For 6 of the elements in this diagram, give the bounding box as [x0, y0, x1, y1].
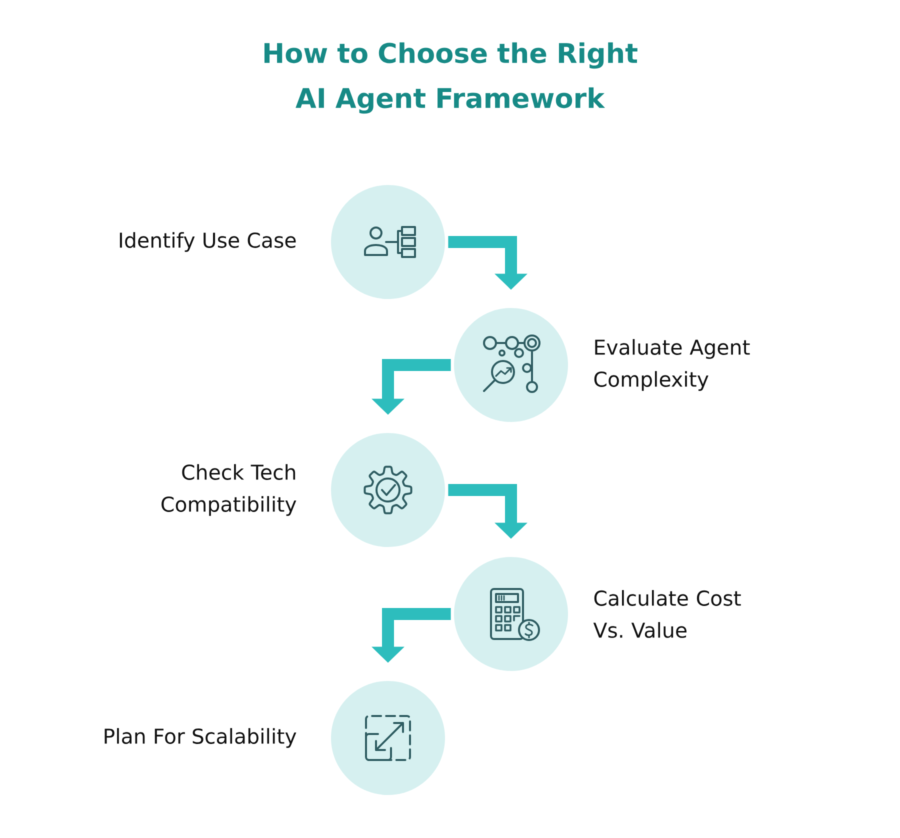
step-label: Plan For Scalability — [104, 728, 296, 748]
step-label: Calculate Cost Vs. Value — [593, 590, 741, 638]
step-label: Check Tech Compatibility — [162, 464, 296, 516]
step-label: Evaluate Agent Complexity — [594, 339, 750, 391]
title: How to Choose the Right AI Agent Framework — [264, 42, 638, 114]
step-label: Identify Use Case — [120, 232, 296, 252]
